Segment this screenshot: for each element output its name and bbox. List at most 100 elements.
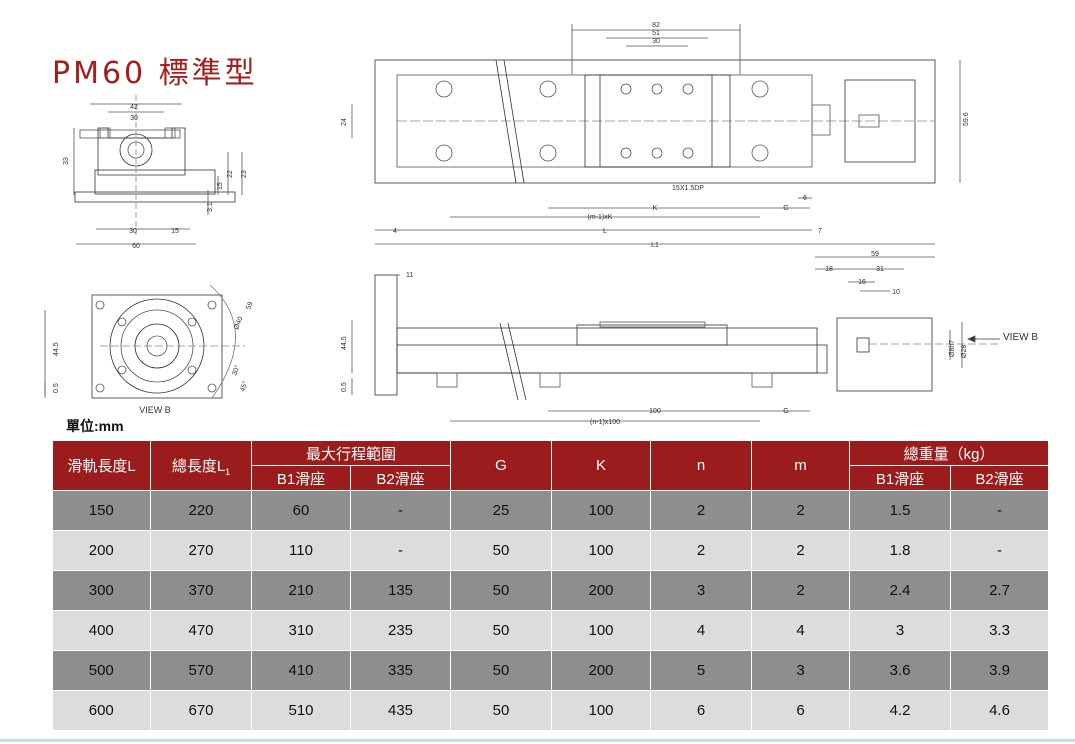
table-cell: 435	[350, 690, 452, 731]
footer-rule	[0, 739, 1075, 742]
dim-44-5-flange: 44.5	[53, 342, 60, 356]
table-cell: 500	[52, 650, 151, 691]
dim-k: K	[653, 205, 658, 212]
dim-59-side: 59	[871, 251, 879, 258]
table-cell: 470	[150, 610, 252, 651]
dim-4: 4	[393, 228, 397, 235]
view-b-caption: VIEW B	[139, 405, 171, 415]
dim-m-1-k: (m-1)xK	[588, 214, 613, 221]
side-view-drawing	[351, 256, 1000, 422]
dim-30-top: 30	[130, 115, 138, 122]
dim-23: 23	[241, 170, 248, 178]
top-view-drawing	[351, 24, 961, 245]
header-rail-length: 滑軌長度L	[52, 440, 151, 491]
table-cell: 210	[251, 570, 351, 611]
angle-30: 30°	[230, 364, 241, 377]
header-m: m	[751, 440, 851, 491]
dim-g-side: G	[783, 408, 788, 415]
table-cell: 400	[52, 610, 151, 651]
table-cell: 3.9	[950, 650, 1050, 691]
table-cell: 50	[450, 570, 553, 611]
table-cell: 2.4	[849, 570, 952, 611]
dim-30-bottom: 30	[129, 228, 137, 235]
table-cell: 300	[52, 570, 151, 611]
header-total-length: 總長度L1	[150, 440, 252, 491]
header-stroke-b1: B1滑座	[251, 465, 351, 491]
dim-l1: L1	[651, 242, 659, 249]
dim-100: 100	[649, 408, 661, 415]
table-cell: 2	[650, 490, 753, 531]
dim-15: 15	[217, 182, 224, 190]
side-view-labels: 11 44.5 0.5 59 18 31 16 10 100 (n-1)x100…	[341, 251, 1038, 426]
table-cell: 50	[450, 530, 553, 571]
table-cell: 6	[751, 690, 851, 731]
header-max-stroke: 最大行程範圍	[250, 440, 452, 466]
header-weight-b2: B2滑座	[950, 465, 1050, 491]
view-b-arrow-label: VIEW B	[1003, 332, 1038, 343]
dim-33: 33	[63, 157, 70, 165]
dim-24: 24	[341, 118, 348, 126]
angle-45: 45°	[238, 380, 249, 393]
header-total-weight: 總重量（kg）	[849, 440, 1050, 466]
table-cell: 3	[751, 650, 851, 691]
header-n: n	[650, 440, 753, 491]
dim-shaft: Ø8h7	[949, 340, 956, 357]
dim-44-5-side: 44.5	[341, 336, 348, 350]
table-cell: 2	[650, 530, 753, 571]
table-cell: 220	[150, 490, 252, 531]
table-cell: 335	[350, 650, 452, 691]
table-cell: 100	[551, 530, 652, 571]
table-cell: 410	[251, 650, 351, 691]
table-cell: 4.2	[849, 690, 952, 731]
spec-table: 滑軌長度L 總長度L1 最大行程範圍 G K n m 總重量（kg） B1滑座 …	[52, 440, 1050, 731]
table-cell: 2.7	[950, 570, 1050, 611]
tap-spec: 15X1.5DP	[672, 185, 704, 192]
dim-51: 51	[652, 30, 660, 37]
table-cell: 200	[52, 530, 151, 571]
table-cell: 4.6	[950, 690, 1050, 731]
header-weight-b1: B1滑座	[849, 465, 952, 491]
table-cell: 370	[150, 570, 252, 611]
table-cell: -	[350, 530, 452, 571]
dim-3-1: 3.1	[207, 202, 214, 212]
dim-0-5-side: 0.5	[341, 382, 348, 392]
dim-0-5-flange: 0.5	[53, 383, 60, 393]
dim-10: 10	[892, 289, 900, 296]
table-cell: 600	[52, 690, 151, 731]
table-cell: 150	[52, 490, 151, 531]
table-cell: 60	[251, 490, 351, 531]
header-k: K	[551, 440, 652, 491]
table-cell: 50	[450, 650, 553, 691]
table-cell: 135	[350, 570, 452, 611]
page-title: PM60 標準型	[52, 56, 258, 91]
end-view-drawing	[73, 95, 243, 245]
table-cell: 3.3	[950, 610, 1050, 651]
table-cell: 200	[551, 650, 652, 691]
flange-view-labels: 44.5 0.5 30° 45° Ø40 59 VIEW B	[53, 301, 255, 415]
table-cell: 25	[450, 490, 553, 531]
dim-boss: Ø28	[961, 345, 968, 358]
table-cell: 5	[650, 650, 753, 691]
dim-59-flange: 59	[245, 301, 254, 311]
dim-82: 82	[652, 22, 660, 29]
table-cell: -	[950, 530, 1050, 571]
table-cell: 6	[650, 690, 753, 731]
dim-16: 16	[858, 279, 866, 286]
table-cell: 570	[150, 650, 252, 691]
technical-drawings: 42 30 33 22 23 15 3.1 30 15 60	[44, 22, 1038, 426]
unit-label: 單位:mm	[66, 418, 124, 434]
end-view-labels: 42 30 33 22 23 15 3.1 30 15 60	[63, 104, 248, 250]
table-cell: 3.6	[849, 650, 952, 691]
dim-g-top: G	[783, 205, 788, 212]
table-cell: 100	[551, 490, 652, 531]
dim-42: 42	[130, 104, 138, 111]
table-cell: 670	[150, 690, 252, 731]
table-cell: 200	[551, 570, 652, 611]
dim-15-bottom: 15	[171, 228, 179, 235]
